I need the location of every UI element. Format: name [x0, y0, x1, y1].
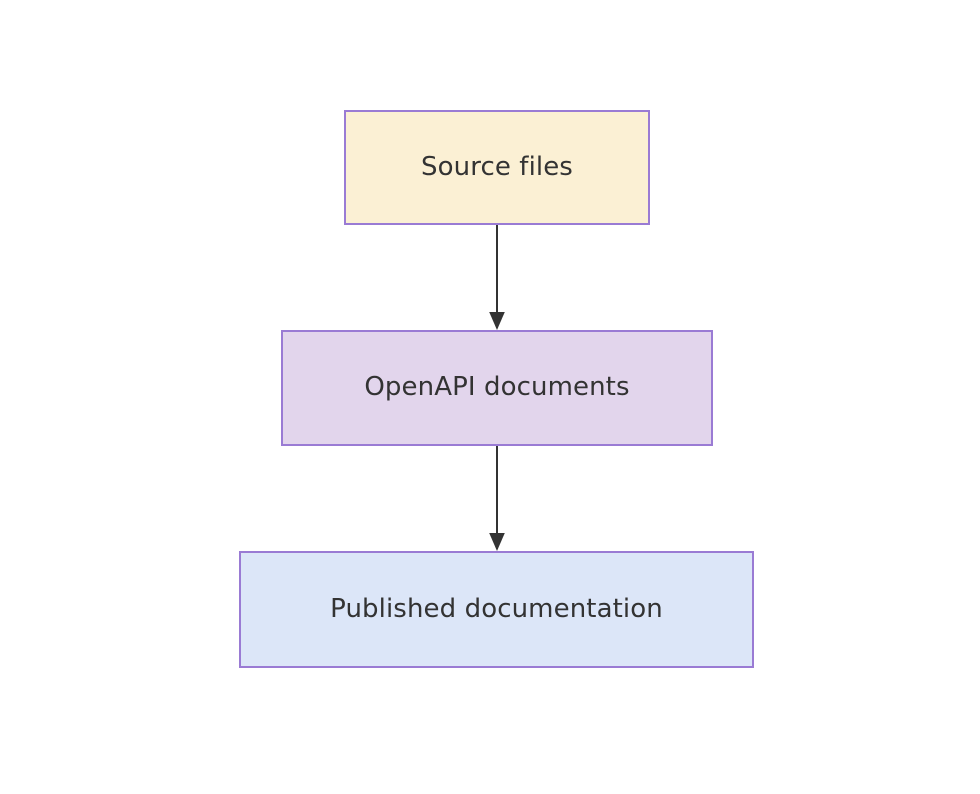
flowchart-node-label: OpenAPI documents — [364, 372, 630, 403]
flowchart-node-label: Source files — [421, 151, 573, 182]
flowchart-node-openapi-documents[interactable]: OpenAPI documents — [281, 330, 713, 446]
flowchart-node-published-documentation[interactable]: Published documentation — [239, 551, 754, 668]
flowchart-node-label: Published documentation — [330, 593, 663, 624]
flowchart-node-source-files[interactable]: Source files — [344, 110, 650, 225]
